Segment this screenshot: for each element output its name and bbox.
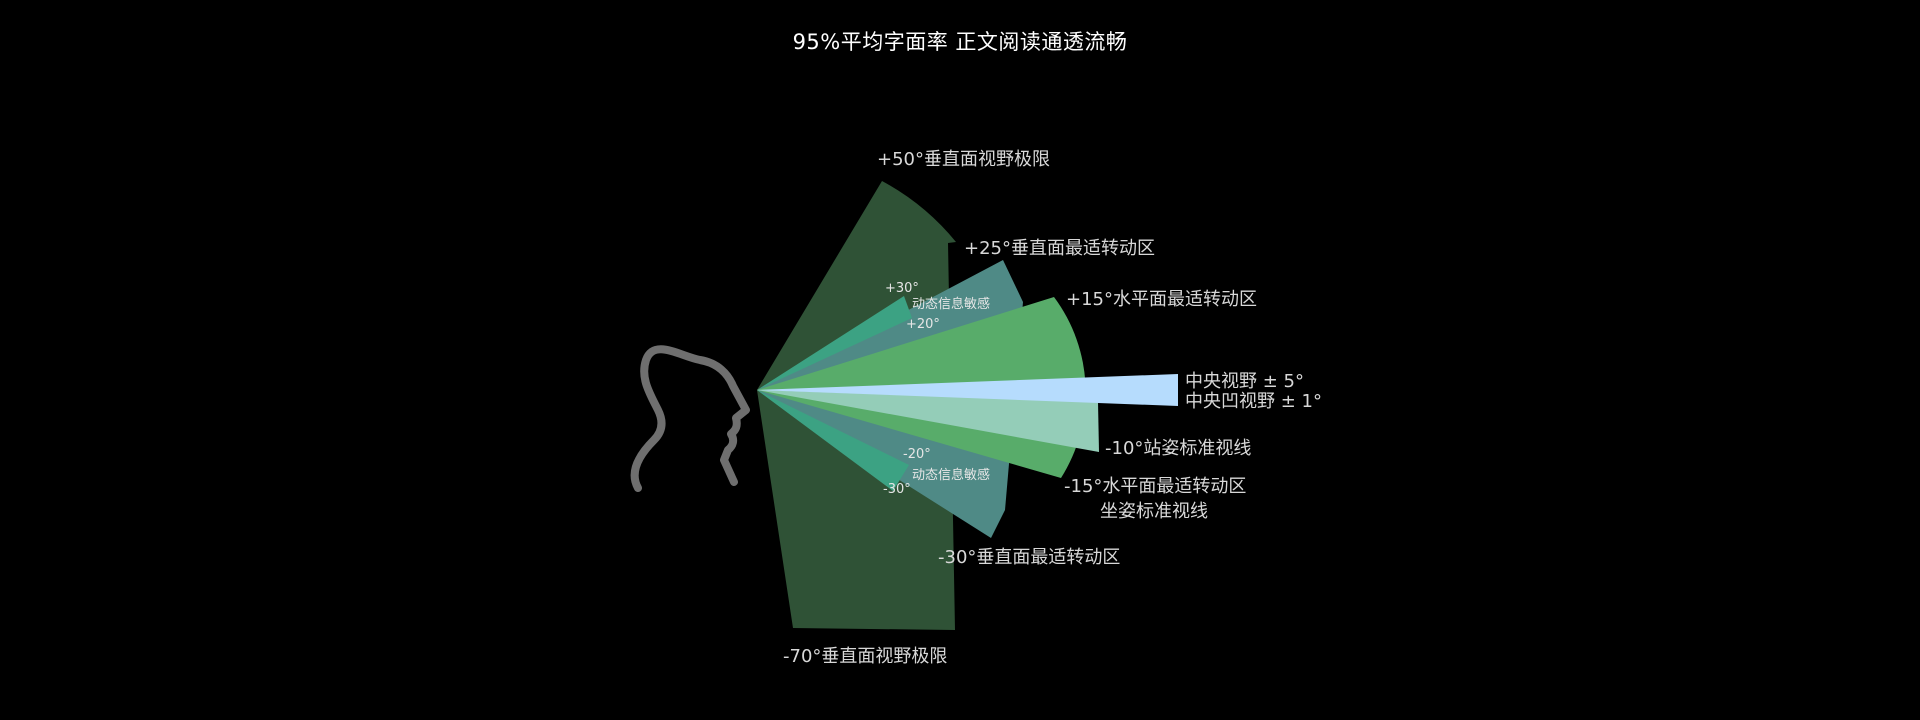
upper-dynamic-sensitive-sector	[757, 296, 912, 390]
label-minus15: -15°水平面最适转动区	[1064, 476, 1246, 497]
label-minus70: -70°垂直面视野极限	[783, 646, 947, 667]
human-head-profile-icon	[630, 345, 750, 492]
label-plus30-small: +30°	[885, 281, 919, 296]
label-plus50: +50°垂直面视野极限	[877, 149, 1050, 170]
lower-dynamic-sensitive-sector	[757, 390, 909, 491]
central-view-sector	[757, 374, 1178, 406]
label-plus20-small: +20°	[906, 317, 940, 332]
standing-sight-line-sector	[757, 390, 1099, 452]
label-dynamic-upper: 动态信息敏感	[912, 296, 990, 312]
label-plus15: +15°水平面最适转动区	[1066, 289, 1257, 310]
label-minus20-small: -20°	[903, 447, 931, 462]
label-fovea: 中央凹视野 ± 1°	[1185, 391, 1322, 412]
label-minus30-small: -30°	[883, 482, 911, 497]
label-minus30: -30°垂直面最适转动区	[938, 547, 1120, 568]
page-title: 95%平均字面率 正文阅读通透流畅	[792, 30, 1128, 54]
label-central: 中央视野 ± 5°	[1185, 371, 1304, 392]
label-plus25: +25°垂直面最适转动区	[964, 238, 1155, 259]
label-minus10: -10°站姿标准视线	[1105, 438, 1251, 459]
label-sitting: 坐姿标准视线	[1100, 501, 1208, 522]
label-dynamic-lower: 动态信息敏感	[912, 467, 990, 483]
